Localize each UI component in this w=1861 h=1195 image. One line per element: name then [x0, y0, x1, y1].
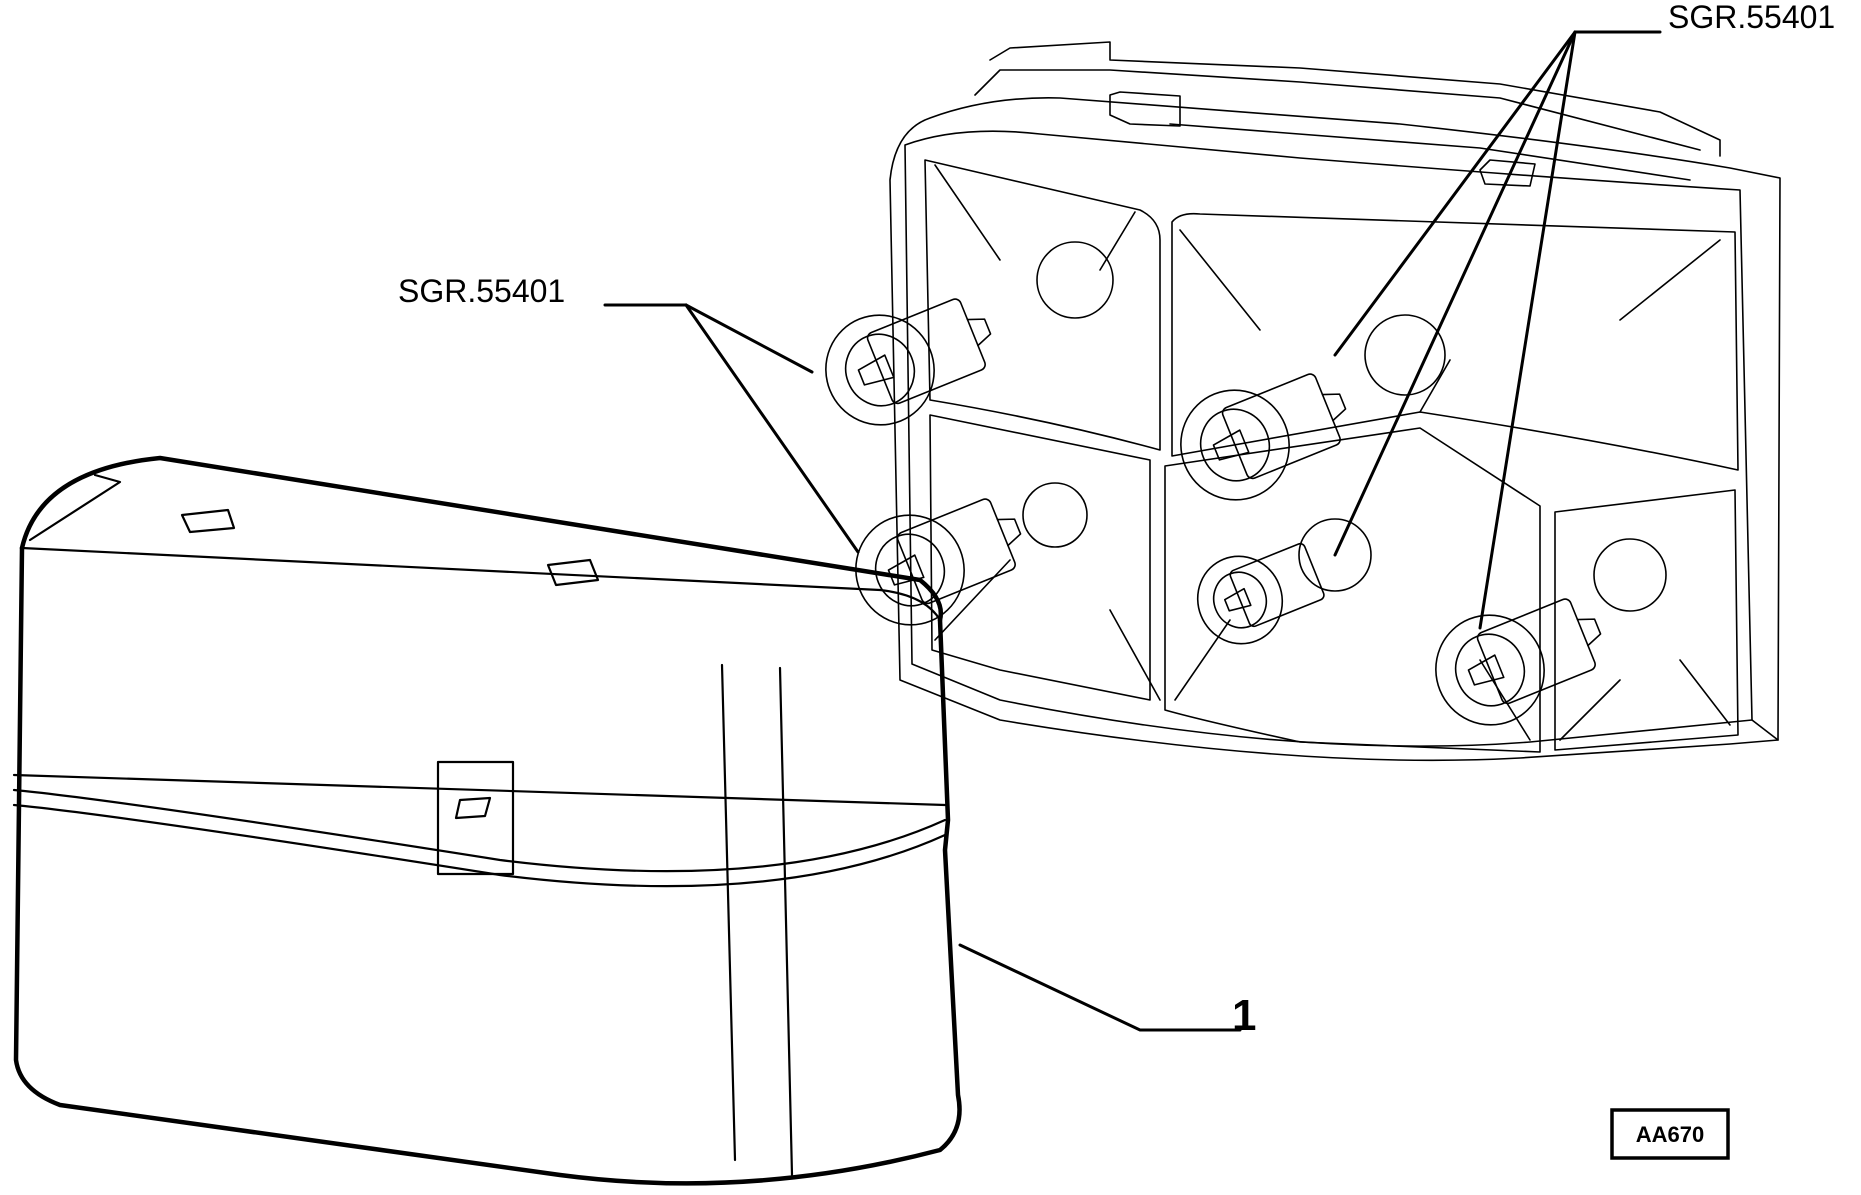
figure-code-label: AA670 — [1636, 1122, 1704, 1147]
leader-lines — [603, 30, 1662, 1032]
bulb-lower-middle — [1196, 542, 1325, 645]
bulb-lower-right — [1435, 598, 1602, 726]
bulb-ref-label-top: SGR.55401 — [1668, 0, 1835, 35]
bulb-upper-left — [825, 298, 992, 426]
part-number-label: 1 — [1232, 991, 1256, 1040]
bulb-ref-label-left: SGR.55401 — [398, 273, 565, 309]
figure-code-box: AA670 — [1610, 1108, 1730, 1160]
rear-lamp-housing — [889, 41, 1781, 762]
bulb-lower-left — [855, 498, 1022, 626]
lens-cover-part-1 — [12, 455, 962, 1186]
bulb-upper-right — [1180, 373, 1347, 501]
